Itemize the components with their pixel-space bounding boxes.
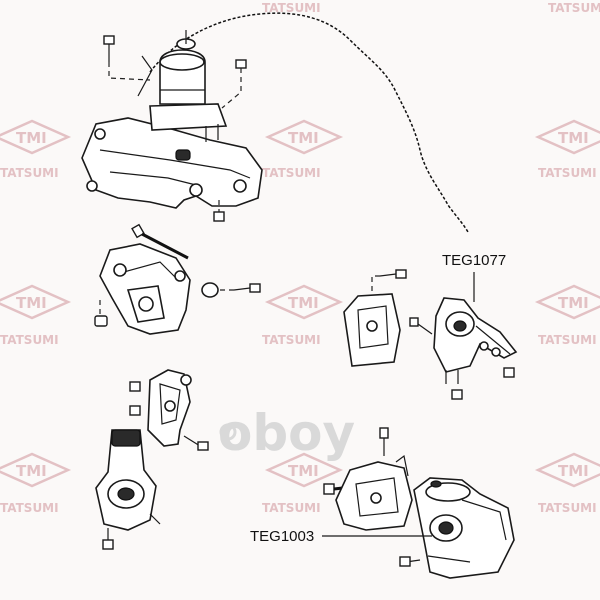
teg1077-engine-mount: [433, 297, 518, 373]
bolt-icon: [102, 539, 114, 550]
tmi-logo-text: TMI: [558, 294, 589, 312]
bolt-icon: [379, 269, 407, 279]
wm-brand-text: TATSUMI: [262, 333, 321, 347]
nut-icon: [129, 381, 141, 392]
tmi-logo: TMI: [264, 452, 344, 488]
bolt-icon: [183, 435, 209, 451]
wm-brand-text: TATSUMI: [262, 1, 321, 15]
center-watermark: oboy: [218, 404, 355, 462]
long-bolt-icon: [131, 223, 189, 260]
tmi-logo: TMI: [0, 119, 72, 155]
teg1077-mount-assembly: TEG1077: [343, 252, 518, 400]
tmi-logo-text: TMI: [16, 129, 47, 147]
nut-icon: [213, 211, 225, 222]
nut-icon: [94, 315, 108, 327]
tmi-logo-text: TMI: [558, 462, 589, 480]
engine-mount-upper-assembly: [81, 30, 263, 222]
teg1003-callout: TEG1003: [250, 528, 314, 545]
tmi-logo: TMI: [0, 452, 72, 488]
tmi-logo-text: TMI: [558, 129, 589, 147]
watermark-layer: TATSUMI TATSUMI TMI TMI TMI TATSUMI TATS…: [0, 1, 600, 515]
nut-icon: [399, 556, 411, 567]
bolt-icon: [103, 35, 115, 62]
tmi-logo-text: TMI: [288, 294, 319, 312]
bolt-icon: [233, 283, 261, 293]
wm-brand-text: TATSUMI: [262, 501, 321, 515]
rear-mount-assembly: [94, 223, 261, 335]
bolt-icon: [409, 317, 433, 335]
nut-icon: [451, 389, 463, 400]
bushing-icon: [201, 282, 219, 298]
tmi-logo: TMI: [0, 284, 72, 320]
nut-icon: [129, 405, 141, 416]
bolt-icon: [379, 427, 389, 456]
tmi-logo: TMI: [264, 119, 344, 155]
tmi-logo: TMI: [534, 284, 600, 320]
wm-brand-text: TATSUMI: [0, 501, 59, 515]
tmi-logo: TMI: [534, 452, 600, 488]
tmi-logo: TMI: [264, 284, 344, 320]
wm-brand-text: TATSUMI: [0, 333, 59, 347]
wm-brand-text: TATSUMI: [0, 166, 59, 180]
tmi-logo-text: TMI: [288, 129, 319, 147]
tmi-logo-text: TMI: [288, 462, 319, 480]
wm-brand-text: TATSUMI: [538, 333, 597, 347]
nut-icon: [235, 59, 247, 69]
wm-brand-text: TATSUMI: [538, 166, 597, 180]
tmi-logo-text: TMI: [16, 294, 47, 312]
teg1077-callout: TEG1077: [442, 252, 506, 269]
center-watermark-text: oboy: [218, 404, 355, 462]
teg1003-mount-assembly: TEG1003: [250, 427, 515, 579]
mount-bracket: [81, 117, 263, 209]
teg1003-engine-mount: [413, 477, 515, 579]
tmi-logo-text: TMI: [16, 462, 47, 480]
wm-brand-text: TATSUMI: [548, 1, 600, 15]
circle-e-mark-icon: [219, 423, 237, 441]
engine-outline: [149, 12, 469, 233]
left-mount-assembly: [95, 369, 209, 550]
wm-brand-text: TATSUMI: [262, 166, 321, 180]
tmi-logo: TMI: [534, 119, 600, 155]
nut-icon: [503, 367, 515, 378]
wm-brand-text: TATSUMI: [538, 501, 597, 515]
